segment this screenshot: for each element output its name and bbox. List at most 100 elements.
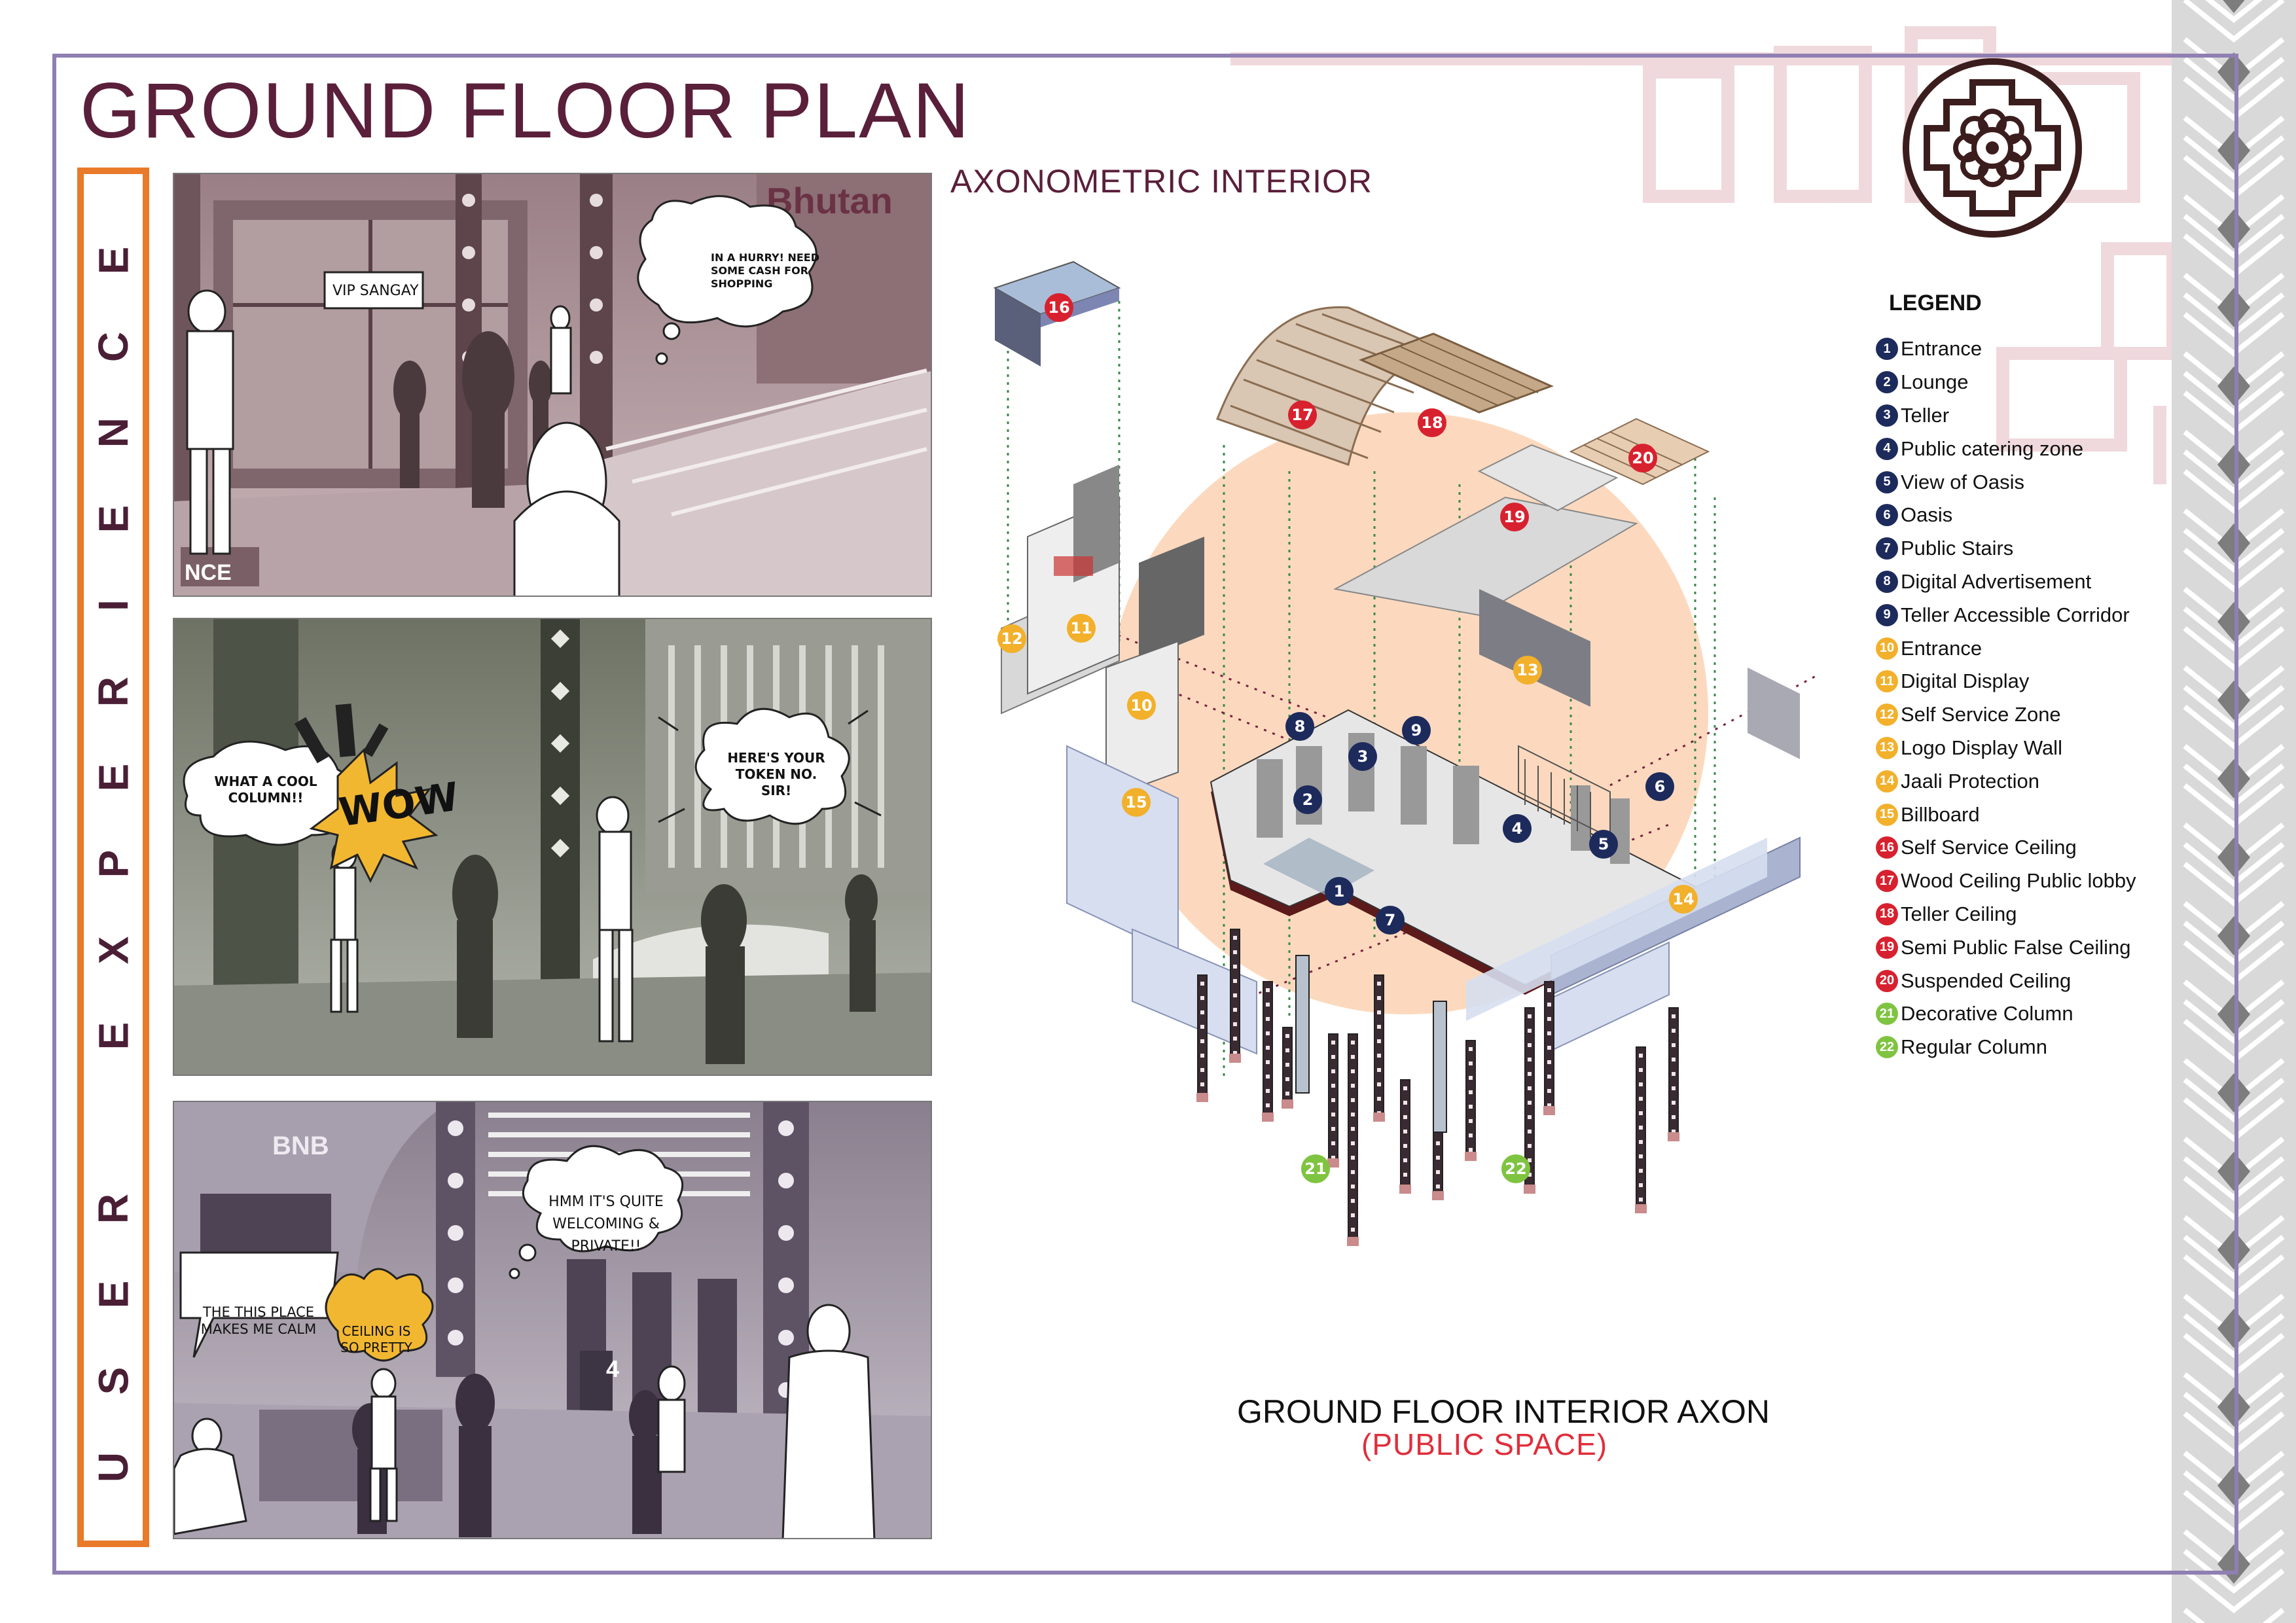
- zigzag-ornament: [2183, 0, 2285, 43]
- axon-number-marker: 18: [1418, 408, 1446, 437]
- bnb-logo-text: BNB: [272, 1132, 329, 1160]
- entrance-scene: Bhutan NCE VIP SANGAY: [174, 174, 931, 596]
- diamond-ornament: [2217, 1387, 2250, 1427]
- legend-label: Semi Public False Ceiling: [1901, 935, 2131, 959]
- diamond-ornament: [2217, 52, 2250, 92]
- decorative-column: [1347, 1033, 1359, 1246]
- legend-number-badge: 20: [1876, 969, 1898, 992]
- legend-label: Self Service Zone: [1901, 703, 2061, 726]
- bubble-calm: THE THIS PLACE MAKES ME CALM: [200, 1304, 317, 1338]
- legend-number-badge: 5: [1876, 471, 1898, 493]
- diamond-ornament: [2217, 1073, 2250, 1113]
- diamond-ornament: [2217, 916, 2250, 955]
- diamond-ornament: [2217, 524, 2250, 563]
- decorative-column: [1282, 1027, 1293, 1109]
- legend-number-badge: 13: [1876, 736, 1898, 759]
- diamond-ornament: [2223, 0, 2245, 13]
- legend-number-badge: 9: [1876, 603, 1898, 626]
- regular-column: [1433, 1001, 1447, 1133]
- decorative-column: [1465, 1040, 1477, 1161]
- legend-number-badge: 2: [1876, 371, 1898, 394]
- axon-number-marker: 14: [1669, 885, 1698, 914]
- legend-label: Entrance: [1901, 337, 1982, 361]
- legend-label: Teller Accessible Corridor: [1901, 603, 2130, 626]
- legend-label: Entrance: [1901, 636, 1982, 660]
- legend-label: Public Stairs: [1901, 537, 2014, 560]
- legend-number-badge: 11: [1876, 670, 1898, 693]
- decorative-column: [1373, 974, 1385, 1122]
- legend-label: Public catering zone: [1901, 437, 2084, 460]
- legend-number-badge: 14: [1876, 770, 1898, 793]
- decorative-column: [1635, 1046, 1647, 1213]
- decorative-column: [1229, 929, 1241, 1063]
- wood-ceiling: [1216, 306, 1554, 466]
- diamond-ornament: [2217, 681, 2250, 720]
- legend-title: LEGEND: [1889, 291, 1982, 315]
- diamond-ornament: [2217, 1309, 2250, 1348]
- legend-label: Teller: [1901, 403, 1950, 427]
- side-label-letter: R: [90, 676, 137, 707]
- axon-number-marker: 2: [1293, 785, 1322, 814]
- diamond-ornament: [2217, 1152, 2250, 1191]
- digital-advert-panel: [1139, 537, 1204, 661]
- photo-panel-teller: BNB 4: [173, 1101, 932, 1539]
- legend-label: Regular Column: [1901, 1035, 2047, 1059]
- photo-panel-lounge: WHAT A COOL COLUMN!! WOW HERE'S YOUR TOK…: [173, 618, 932, 1076]
- legend-number-badge: 17: [1876, 870, 1898, 893]
- legend-label: Lounge: [1901, 370, 1969, 394]
- vip-sign: VIP SANGAY: [332, 283, 419, 299]
- axon-number-marker: 12: [997, 624, 1026, 653]
- axon-number-marker: 15: [1122, 788, 1151, 817]
- diamond-ornament: [2217, 445, 2250, 484]
- diamond-ornament: [2217, 131, 2250, 170]
- axon-number-marker: 21: [1301, 1154, 1330, 1183]
- legend-label: Digital Advertisement: [1901, 569, 2092, 593]
- side-label-letter: E: [90, 763, 137, 792]
- bubble-welcoming: HMM IT'S QUITE WELCOMING & PRIVATE!!: [548, 1194, 664, 1255]
- bubble-hurry: IN A HURRY! NEED SOME CASH FOR SHOPPING: [711, 251, 819, 290]
- axon-number-marker: 9: [1402, 716, 1431, 745]
- decorative-column: [1399, 1079, 1411, 1194]
- diamond-ornament: [2217, 288, 2250, 327]
- legend-number-badge: 16: [1876, 836, 1898, 859]
- legend-label: Wood Ceiling Public lobby: [1901, 869, 2136, 893]
- decorative-column: [1196, 974, 1208, 1102]
- axon-number-marker: 1: [1325, 877, 1354, 906]
- legend-number-badge: 21: [1876, 1003, 1898, 1026]
- axon-subtitle: AXONOMETRIC INTERIOR: [950, 163, 1373, 200]
- legend-label: Self Service Ceiling: [1901, 836, 2077, 859]
- axon-number-marker: 11: [1067, 614, 1096, 643]
- diamond-ornament: [2217, 1230, 2250, 1270]
- diamond-ornament: [2217, 1466, 2250, 1505]
- axon-number-marker: 19: [1500, 503, 1529, 531]
- legend-label: Jaali Protection: [1901, 769, 2039, 793]
- diamond-ornament: [2217, 838, 2250, 877]
- axon-number-marker: 7: [1376, 906, 1405, 935]
- side-label-letter: E: [90, 1281, 137, 1309]
- bubble-ceiling-pretty: CEILING IS SO PRETTY: [340, 1323, 412, 1355]
- side-label-letter: R: [90, 1193, 137, 1224]
- legend-number-badge: 19: [1876, 936, 1898, 959]
- legend-number-badge: 10: [1876, 637, 1898, 660]
- legend-label: Decorative Column: [1901, 1002, 2073, 1026]
- decorative-column: [1524, 1007, 1535, 1194]
- outer-frame: [52, 54, 2238, 1575]
- legend-number-badge: 4: [1876, 437, 1898, 460]
- axon-number-marker: 20: [1628, 444, 1657, 473]
- page-title: GROUND FLOOR PLAN: [80, 67, 971, 154]
- axon-number-marker: 13: [1513, 656, 1542, 685]
- decorative-column: [1262, 981, 1274, 1122]
- decorative-column: [1668, 1007, 1679, 1141]
